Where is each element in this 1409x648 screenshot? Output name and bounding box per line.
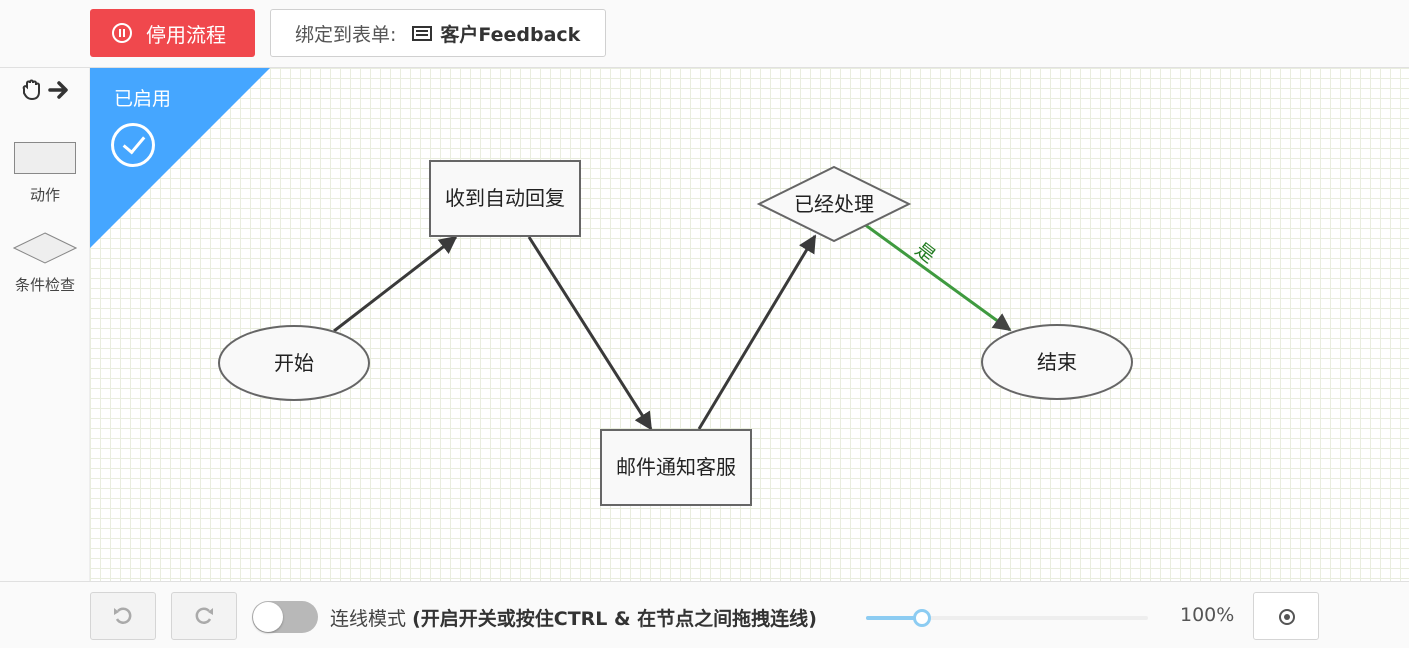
target-icon (1279, 609, 1295, 625)
pause-icon (112, 23, 132, 43)
stop-flow-label: 停用流程 (146, 22, 226, 47)
undo-icon (114, 607, 132, 624)
link-mode-label: 连线模式 (330, 608, 407, 630)
node-processed[interactable]: 已经处理 (756, 165, 912, 243)
zoom-level-text: 100% (1180, 604, 1235, 626)
node-end[interactable]: 结束 (981, 324, 1133, 400)
action-node-label: 动作 (29, 186, 60, 204)
node-email[interactable]: 邮件通知客服 (600, 429, 752, 506)
action-node-template[interactable] (14, 142, 76, 174)
edge-yes-label: 是 (911, 239, 940, 268)
node-start-label: 开始 (274, 351, 314, 375)
top-toolbar: 停用流程 绑定到表单: 客户Feedback (0, 0, 1409, 68)
check-circle-icon (111, 123, 155, 167)
edge-start-to-auto-reply[interactable] (333, 235, 458, 333)
bind-form-label: 绑定到表单: (295, 23, 397, 46)
link-mode-text: 连线模式 (开启开关或按住CTRL & 在节点之间拖拽连线) (330, 604, 817, 631)
undo-button[interactable] (90, 592, 156, 640)
node-start[interactable]: 开始 (218, 325, 370, 401)
node-auto-reply-label: 收到自动回复 (445, 186, 565, 210)
bottom-toolbar: 连线模式 (开启开关或按住CTRL & 在节点之间拖拽连线) 100% (0, 581, 1409, 648)
status-label: 已启用 (114, 88, 172, 110)
bind-form-selector[interactable]: 绑定到表单: 客户Feedback (270, 9, 606, 57)
hand-icon[interactable] (20, 79, 44, 101)
node-processed-label: 已经处理 (794, 192, 874, 216)
edge-email-to-processed[interactable] (697, 234, 817, 430)
link-mode-hint: (开启开关或按住CTRL & 在节点之间拖拽连线) (412, 608, 817, 630)
node-palette: 动作 条件检查 (0, 68, 90, 581)
link-mode-toggle[interactable] (252, 601, 318, 633)
zoom-slider-thumb[interactable] (913, 609, 932, 627)
redo-icon (195, 607, 213, 624)
edge-auto-reply-to-email[interactable] (527, 236, 653, 431)
pointer-tools (20, 78, 70, 102)
recenter-button[interactable] (1253, 592, 1319, 640)
node-auto-reply[interactable]: 收到自动回复 (429, 160, 581, 237)
toggle-knob (253, 602, 283, 632)
form-icon (412, 25, 433, 41)
condition-node-label: 条件检查 (14, 276, 75, 294)
flow-canvas[interactable]: 已启用 是 开始 收到自动回复 邮件通知客服 (90, 68, 1409, 581)
node-email-label: 邮件通知客服 (616, 455, 736, 479)
zoom-slider-track (866, 616, 1148, 620)
flow-diagram: 是 开始 收到自动回复 邮件通知客服 已经处理 结束 (218, 160, 1133, 506)
node-end-label: 结束 (1037, 350, 1077, 374)
redo-button[interactable] (171, 592, 237, 640)
arrow-right-icon[interactable] (48, 79, 70, 101)
stop-flow-button[interactable]: 停用流程 (90, 9, 255, 57)
zoom-slider[interactable] (866, 609, 1148, 627)
status-banner (90, 68, 270, 248)
bind-form-value: 客户Feedback (440, 23, 581, 46)
edge-processed-to-end[interactable] (863, 222, 1012, 332)
condition-node-template[interactable] (13, 232, 77, 264)
zoom-slider-fill (866, 616, 923, 620)
